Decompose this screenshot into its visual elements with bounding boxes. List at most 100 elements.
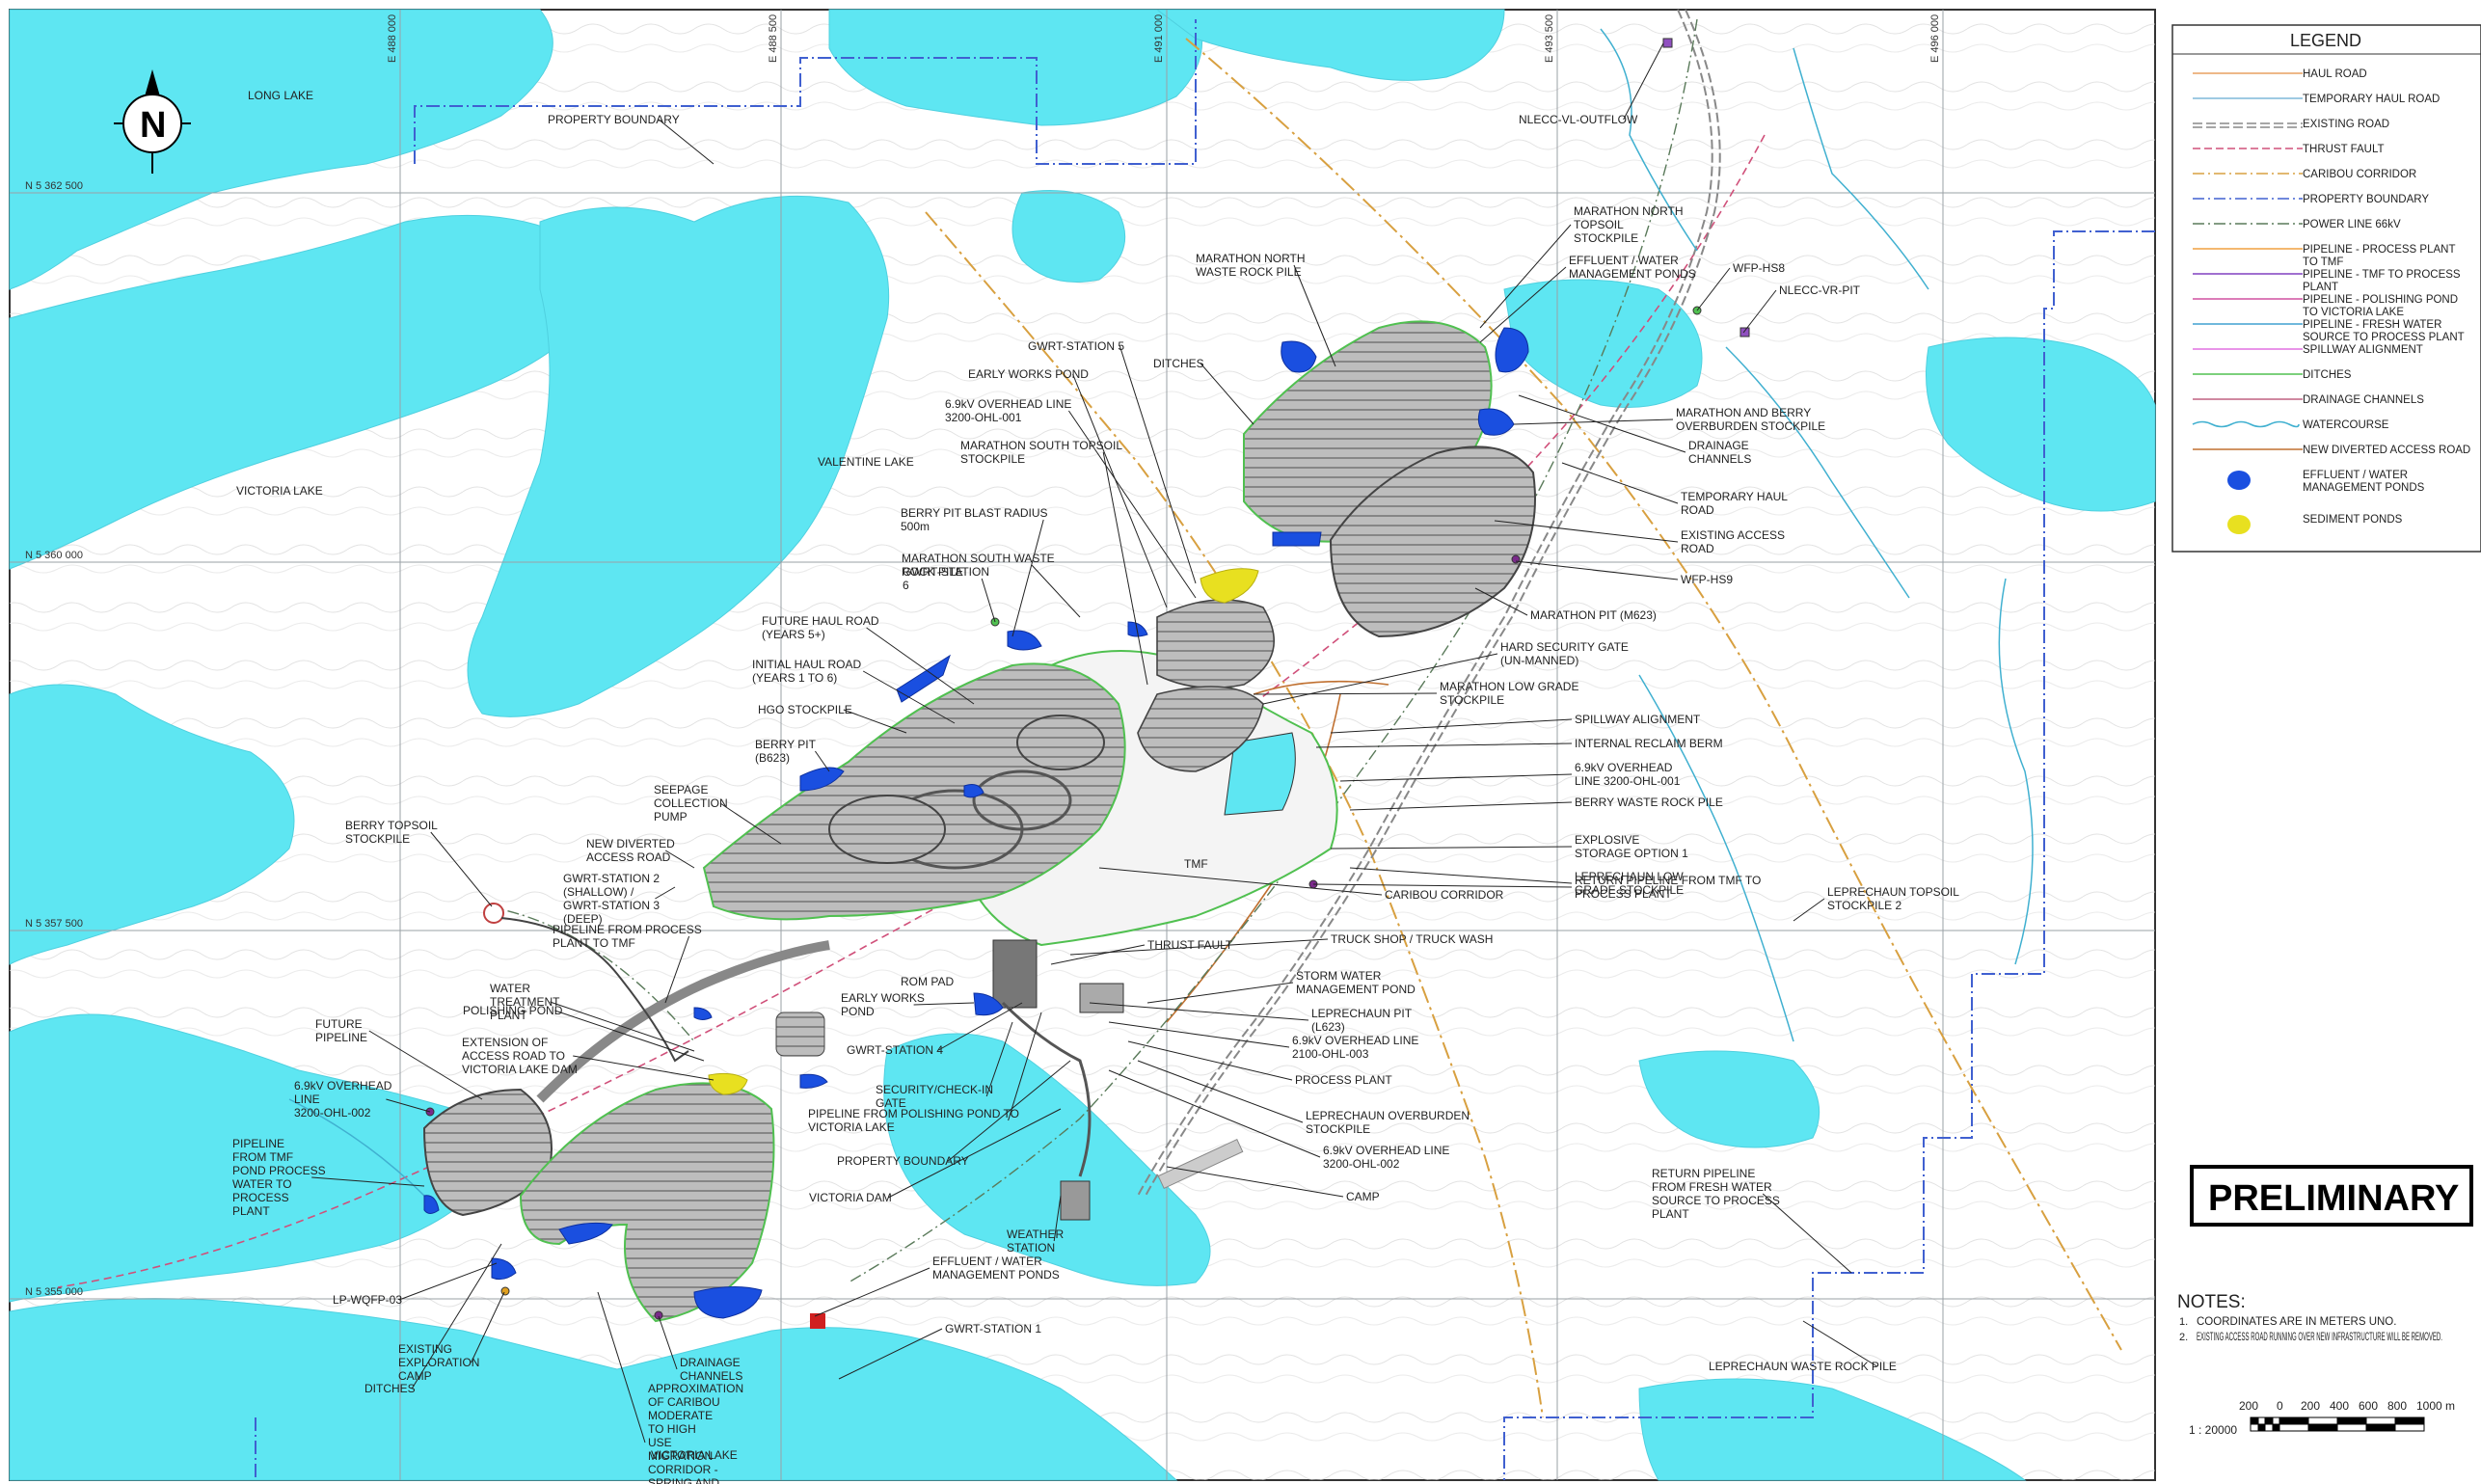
easting-label: E 496 000 bbox=[1929, 14, 1941, 63]
east-lake-2 bbox=[1926, 337, 2156, 512]
leader-line bbox=[1312, 883, 1573, 888]
leader-line bbox=[398, 1262, 498, 1301]
callout-label: BERRY PIT(B623) bbox=[755, 738, 817, 765]
preliminary-stamp: PRELIMINARY bbox=[2190, 1165, 2473, 1227]
leader-line bbox=[838, 1328, 943, 1380]
leader-line bbox=[1696, 267, 1731, 311]
callout-label: NLECC-VR-PIT bbox=[1779, 283, 1861, 297]
leader-line bbox=[1031, 564, 1081, 618]
legend-item: PROPERTY BOUNDARY bbox=[2193, 194, 2429, 205]
valentine-lake bbox=[467, 195, 890, 717]
leader-line bbox=[430, 831, 493, 907]
lakes bbox=[9, 9, 2156, 1481]
northing-label: N 5 355 000 bbox=[25, 1286, 83, 1298]
leader-line bbox=[1349, 867, 1573, 884]
callout-label: THRUST FAULT bbox=[1147, 938, 1233, 952]
legend-label: DITCHES bbox=[2303, 369, 2352, 381]
callout-label: LEPRECHAUN PIT(L623) bbox=[1311, 1007, 1413, 1034]
scale-tick: 1000 m bbox=[2416, 1399, 2455, 1413]
leader-line bbox=[664, 850, 695, 869]
callout-label: SPILLWAY ALIGNMENT bbox=[1575, 713, 1701, 726]
leader-line bbox=[1008, 1012, 1042, 1121]
tmf-label: TMF bbox=[1184, 857, 1208, 871]
long-lake bbox=[9, 9, 553, 290]
watercourses bbox=[288, 28, 2034, 1197]
leader-line bbox=[655, 886, 676, 900]
legend-item: DRAINAGE CHANNELS bbox=[2193, 394, 2424, 406]
pond bbox=[1281, 340, 1317, 373]
scale-tick: 400 bbox=[2330, 1399, 2349, 1413]
leader-line bbox=[1518, 394, 1686, 453]
north-arrow-icon: N bbox=[114, 69, 191, 174]
callout-label: LEPRECHAUN WASTE ROCK PILE bbox=[1709, 1360, 1897, 1373]
leader-line bbox=[1479, 224, 1572, 329]
leader-line bbox=[658, 1315, 678, 1370]
callout-label: GWRT-STATION 5 bbox=[1028, 339, 1124, 353]
leader-line bbox=[1137, 1060, 1304, 1123]
legend-label: WATERCOURSE bbox=[2303, 419, 2389, 431]
callout-label: DITCHES bbox=[1153, 357, 1204, 370]
pond bbox=[558, 1222, 613, 1245]
leader-line bbox=[471, 1291, 505, 1363]
note-number: 2. bbox=[2179, 1332, 2188, 1343]
easting-label: E 488 500 bbox=[768, 14, 779, 63]
callout-label: WFP-HS9 bbox=[1681, 573, 1733, 586]
legend-swatch bbox=[2227, 471, 2251, 490]
note-item: EXISTING ACCESS ROAD RUNNING OVER NEW IN… bbox=[2197, 1332, 2442, 1343]
easting-label: E 488 000 bbox=[387, 14, 398, 63]
note-item: COORDINATES ARE IN METERS UNO. bbox=[2197, 1316, 2396, 1328]
callout-label: PROCESS PLANT bbox=[1295, 1073, 1392, 1087]
leader-line bbox=[719, 802, 782, 845]
leader-line bbox=[981, 578, 996, 623]
leader-line bbox=[814, 1267, 930, 1317]
sediment-pond bbox=[1200, 568, 1259, 604]
notes: NOTES: 1. COORDINATES ARE IN METERS UNO.… bbox=[2177, 1292, 2442, 1343]
leader-line bbox=[1515, 560, 1679, 580]
leader-line bbox=[550, 1001, 695, 1052]
legend-label: DRAINAGE CHANNELS bbox=[2303, 394, 2424, 406]
scale-tick: 800 bbox=[2387, 1399, 2407, 1413]
effluent-ponds bbox=[423, 327, 1529, 1319]
power-line bbox=[486, 18, 1698, 1283]
pond bbox=[1477, 408, 1515, 436]
leader-line bbox=[1479, 266, 1567, 343]
legend-item: TEMPORARY HAUL ROAD bbox=[2193, 94, 2440, 105]
leader-line bbox=[597, 1291, 646, 1444]
notes-title: NOTES: bbox=[2177, 1292, 2246, 1312]
legend-title: LEGEND bbox=[2290, 31, 2361, 50]
callout-label: GWRT-STATION 4 bbox=[847, 1043, 943, 1057]
leader-line bbox=[1742, 289, 1777, 334]
leader-line bbox=[1339, 773, 1573, 782]
pond bbox=[423, 1195, 440, 1214]
callout-label: FUTURE HAUL ROAD(YEARS 5+) bbox=[762, 614, 879, 641]
scale-tick: 0 bbox=[2277, 1399, 2283, 1413]
leader-line bbox=[386, 1098, 431, 1113]
pond bbox=[491, 1257, 517, 1281]
callout-label: INITIAL HAUL ROAD(YEARS 1 TO 6) bbox=[752, 658, 861, 685]
sediment-pond bbox=[708, 1072, 748, 1095]
thrust-fault bbox=[57, 134, 1766, 1288]
leader-line bbox=[1069, 938, 1329, 956]
leader-line bbox=[658, 119, 715, 165]
legend-item: WATERCOURSE bbox=[2192, 419, 2389, 431]
legend-label: SEDIMENT PONDS bbox=[2303, 514, 2403, 526]
callout-label: CARIBOU CORRIDOR bbox=[1385, 888, 1504, 902]
marathon-area bbox=[1137, 320, 1536, 772]
small-lake-1 bbox=[1155, 9, 1505, 81]
victoria-lake-south bbox=[9, 1298, 1178, 1481]
